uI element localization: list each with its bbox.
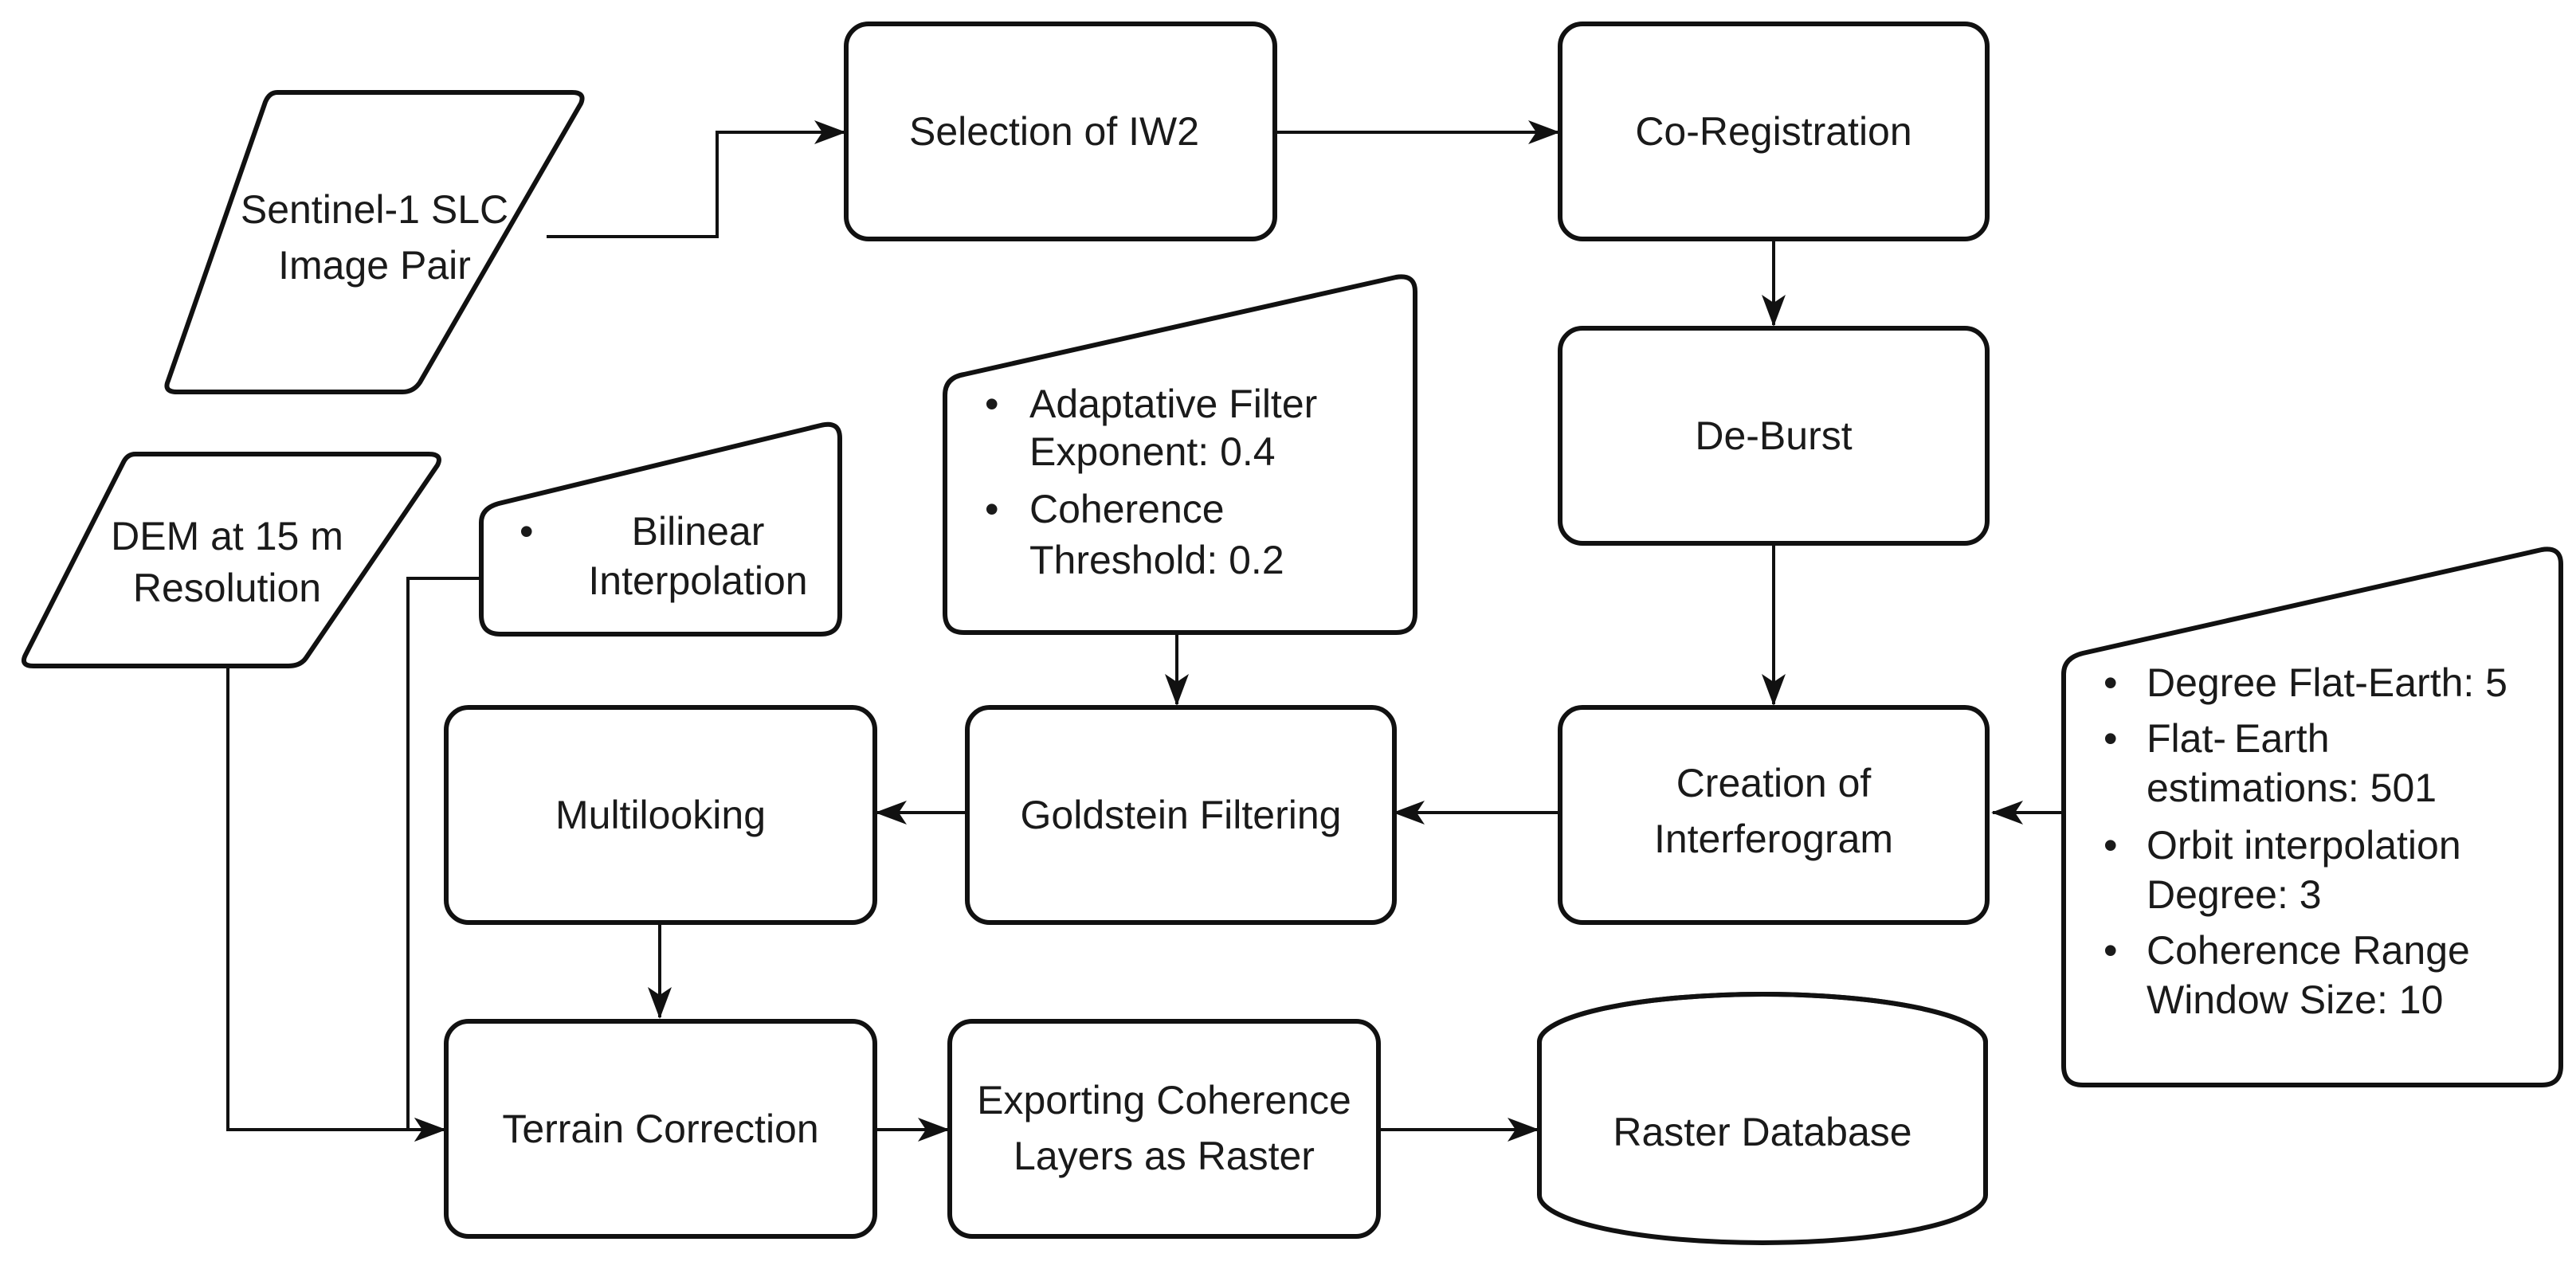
node-deburst-label: De-Burst <box>1695 413 1852 458</box>
note-goldstein-item1-line2: Exponent: 0.4 <box>1029 429 1276 474</box>
node-selection: Selection of IW2 <box>844 22 1277 241</box>
node-dem-input-line2: Resolution <box>133 566 321 610</box>
node-exporting-line2: Layers as Raster <box>1014 1134 1315 1178</box>
node-deburst: De-Burst <box>1558 326 1990 546</box>
edge-terrain-params-to-terrain <box>406 577 481 1142</box>
node-interferogram: Creation of Interferogram <box>1558 705 1990 925</box>
node-multilooking: Multilooking <box>444 705 877 925</box>
note-terrain-bullet: • <box>520 509 534 554</box>
edge-sentinel-to-selection <box>547 120 846 238</box>
note-goldstein-params: • Adaptative Filter Exponent: 0.4 • Cohe… <box>943 274 1417 635</box>
connectors <box>226 120 2062 1142</box>
edge-dem-to-terrain <box>226 666 446 1142</box>
node-coregistration: Co-Registration <box>1558 22 1990 241</box>
note-interferogram-bullet-2: • <box>2104 716 2118 761</box>
note-interferogram-item2-part2: Earth <box>2234 716 2330 761</box>
node-exporting: Exporting Coherence Layers as Raster <box>947 1019 1381 1239</box>
node-sentinel-input: Sentinel-1 SLC Image Pair <box>164 90 585 394</box>
note-interferogram-item3-line1: Orbit interpolation <box>2147 823 2461 868</box>
note-terrain-params: • Bilinear Interpolation <box>479 421 842 637</box>
node-raster-db: Raster Database <box>1537 992 1988 1245</box>
note-interferogram-item4-line1: Coherence Range <box>2147 928 2470 973</box>
node-sentinel-input-line1: Sentinel-1 SLC <box>241 187 508 232</box>
node-dem-input-line1: DEM at 15 m <box>111 514 343 558</box>
note-interferogram-item2-part1: Flat- <box>2147 716 2226 761</box>
node-raster-db-label: Raster Database <box>1613 1110 1911 1154</box>
note-terrain-line2: Interpolation <box>588 558 807 603</box>
node-goldstein-label: Goldstein Filtering <box>1021 793 1342 837</box>
note-interferogram-item2-line2: estimations: 501 <box>2147 766 2437 810</box>
node-coregistration-label: Co-Registration <box>1635 109 1911 154</box>
node-interferogram-line2: Interferogram <box>1654 817 1893 861</box>
note-interferogram-item3-line2: Degree: 3 <box>2147 872 2322 917</box>
node-exporting-line1: Exporting Coherence <box>977 1078 1351 1122</box>
node-sentinel-input-line2: Image Pair <box>278 243 471 288</box>
node-interferogram-line1: Creation of <box>1676 761 1872 805</box>
note-interferogram-bullet-3: • <box>2104 823 2118 868</box>
note-goldstein-item1-line1: Adaptative Filter <box>1029 382 1317 426</box>
node-dem-input: DEM at 15 m Resolution <box>22 452 441 668</box>
note-goldstein-item2-line1: Coherence <box>1029 487 1225 531</box>
note-interferogram-bullet-4: • <box>2104 928 2118 973</box>
node-goldstein: Goldstein Filtering <box>965 705 1397 925</box>
note-interferogram-item1: Degree Flat-Earth: 5 <box>2147 660 2507 705</box>
note-goldstein-bullet-2: • <box>985 487 999 531</box>
node-terrain-label: Terrain Correction <box>502 1107 818 1151</box>
note-goldstein-bullet-1: • <box>985 382 999 426</box>
node-terrain: Terrain Correction <box>444 1019 877 1239</box>
note-terrain-line1: Bilinear <box>632 509 765 554</box>
note-interferogram-item4-line2: Window Size: 10 <box>2147 977 2443 1022</box>
node-multilooking-label: Multilooking <box>555 793 766 837</box>
note-interferogram-bullet-1: • <box>2104 660 2118 705</box>
node-selection-label: Selection of IW2 <box>909 109 1199 154</box>
note-goldstein-item2-line2: Threshold: 0.2 <box>1029 538 1284 582</box>
note-interferogram-params: • Degree Flat-Earth: 5 • Flat- Earth est… <box>2061 546 2563 1087</box>
